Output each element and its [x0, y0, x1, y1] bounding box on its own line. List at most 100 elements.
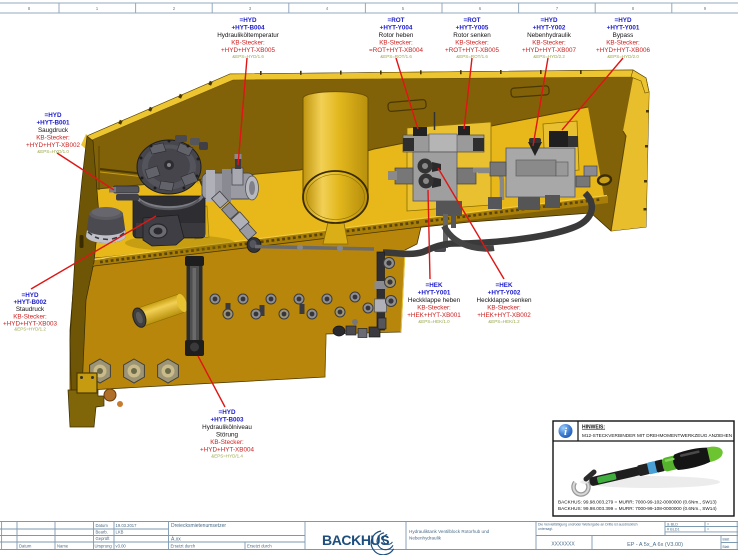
svg-text:2: 2 — [173, 6, 176, 11]
svg-text:HINWEIS:: HINWEIS: — [582, 425, 605, 431]
svg-text:8: 8 — [632, 6, 635, 11]
svg-text:+HYT-Y001: +HYT-Y001 — [607, 25, 640, 32]
svg-text:Blatt: Blatt — [723, 538, 730, 542]
svg-text:Störung: Störung — [216, 432, 239, 439]
svg-text:& BLD: & BLD — [667, 523, 678, 527]
svg-text:+HYT-B003: +HYT-B003 — [210, 417, 244, 424]
svg-text:+HYT-Y001: +HYT-Y001 — [418, 290, 451, 297]
svg-text:19.03.2017: 19.03.2017 — [116, 523, 138, 528]
svg-text:Rotor senken: Rotor senken — [453, 32, 491, 39]
svg-text:Heckklappe heben: Heckklappe heben — [408, 297, 461, 304]
svg-text:KB-Stecker:: KB-Stecker: — [379, 40, 413, 47]
svg-text:8: 8 — [28, 6, 31, 11]
svg-text:Ursprung: Ursprung — [95, 544, 113, 549]
svg-text:Datum: Datum — [19, 544, 32, 549]
svg-text:4: 4 — [326, 6, 329, 11]
svg-text:&EPS=ROT/1.6: &EPS=ROT/1.6 — [456, 54, 488, 59]
svg-text:# BLD1: # BLD1 — [667, 528, 680, 532]
svg-text:=ROT: =ROT — [388, 17, 405, 24]
svg-text:=HYD: =HYD — [240, 17, 257, 24]
svg-text:=: = — [707, 523, 710, 527]
svg-text:KB-Stecker:: KB-Stecker: — [13, 313, 47, 320]
svg-text:LKB: LKB — [116, 530, 124, 535]
svg-text:1: 1 — [96, 6, 99, 11]
svg-text:&EPS=HYD/2.2: &EPS=HYD/2.2 — [533, 54, 565, 59]
svg-text:Saugdruck: Saugdruck — [38, 127, 69, 134]
svg-text:KB-Stecker:: KB-Stecker: — [417, 305, 451, 312]
svg-text:Dreiecksmietenumsetzer: Dreiecksmietenumsetzer — [171, 523, 226, 529]
svg-text:Rotor heben: Rotor heben — [379, 32, 414, 39]
svg-text:=HYD: =HYD — [22, 292, 39, 299]
svg-text:untersagt.: untersagt. — [538, 527, 553, 531]
svg-text:+HYT-B002: +HYT-B002 — [13, 299, 47, 306]
svg-text:+ROT+HYT-XB005: +ROT+HYT-XB005 — [445, 47, 499, 54]
svg-text:6: 6 — [479, 6, 482, 11]
svg-text:=HEK: =HEK — [426, 282, 443, 289]
svg-text:&EPS=ROT/1.6: &EPS=ROT/1.6 — [380, 54, 412, 59]
svg-text:+HYD+HYT-XB006: +HYD+HYT-XB006 — [596, 47, 650, 54]
svg-text:KB-Stecker:: KB-Stecker: — [36, 135, 70, 142]
svg-text:7: 7 — [556, 6, 559, 11]
svg-text:=HYD: =HYD — [541, 17, 558, 24]
svg-text:KB-Stecker:: KB-Stecker: — [487, 305, 521, 312]
svg-text:&EPS=HYD/1.0: &EPS=HYD/1.0 — [37, 149, 69, 154]
svg-text:+HYD+HYT-XB004: +HYD+HYT-XB004 — [200, 447, 254, 454]
svg-text:Staudruck: Staudruck — [16, 306, 45, 313]
svg-text:&EPS=HEK/1.0: &EPS=HEK/1.0 — [418, 319, 450, 324]
svg-text:Bearb.: Bearb. — [96, 530, 108, 535]
svg-text:M12-STECKVERBINDER MIT DREHMOM: M12-STECKVERBINDER MIT DREHMOMENTWERKZEU… — [582, 433, 732, 438]
svg-text:5: 5 — [402, 6, 405, 11]
svg-text:+HYT-B004: +HYT-B004 — [231, 25, 265, 32]
svg-text:=HYD: =HYD — [615, 17, 632, 24]
svg-text:Ersetzt durch: Ersetzt durch — [171, 544, 196, 549]
svg-text:BACKHUS: 99.98.003.279 = MU: BACKHUS: 99.98.003.279 = MURR: 7000-99-1… — [558, 500, 717, 505]
svg-text:+HYT-Y002: +HYT-Y002 — [533, 25, 566, 32]
svg-text:+HYD+HYT-XB003: +HYD+HYT-XB003 — [3, 320, 57, 327]
svg-text:+HYD+HYT-XB007: +HYD+HYT-XB007 — [522, 47, 576, 54]
svg-text:EP - A 5x_A 6x (V3.00): EP - A 5x_A 6x (V3.00) — [627, 542, 683, 548]
svg-text:BACKHUS: 99.98.003.399 = MU: BACKHUS: 99.98.003.399 = MURR: 7000-99-1… — [558, 506, 717, 511]
svg-text:=HEK: =HEK — [496, 282, 513, 289]
svg-text:KB-Stecker:: KB-Stecker: — [210, 439, 244, 446]
svg-text:+HEK+HYT-XB002: +HEK+HYT-XB002 — [477, 312, 531, 319]
svg-text:&EPS=HYD/1.2: &EPS=HYD/1.2 — [14, 327, 46, 332]
svg-text:=ROT+HYT-XB004: =ROT+HYT-XB004 — [369, 47, 423, 54]
svg-text:Name: Name — [57, 544, 69, 549]
svg-text:&EPS=HYD/1.4: &EPS=HYD/1.4 — [211, 453, 243, 458]
svg-text:=ROT: =ROT — [464, 17, 481, 24]
svg-text:XXXXXXX: XXXXXXX — [551, 542, 575, 548]
svg-text:&EPS=HYD/2.0: &EPS=HYD/2.0 — [607, 54, 639, 59]
svg-text:KB-Stecker:: KB-Stecker: — [231, 40, 265, 47]
svg-text:KB-Stecker:: KB-Stecker: — [532, 40, 566, 47]
svg-text:Nebenhydraulik: Nebenhydraulik — [409, 536, 442, 541]
svg-text:&EPS=HEK/1.2: &EPS=HEK/1.2 — [488, 319, 520, 324]
svg-text:Blatt: Blatt — [723, 545, 730, 549]
svg-text:9: 9 — [704, 6, 707, 11]
svg-text:Bypass: Bypass — [613, 32, 634, 39]
svg-text:Geprüft: Geprüft — [96, 536, 111, 541]
svg-text:Hydraulikölniveau: Hydraulikölniveau — [202, 424, 252, 431]
svg-text:+HYT-Y004: +HYT-Y004 — [380, 25, 413, 32]
svg-text:+HEK+HYT-XB001: +HEK+HYT-XB001 — [407, 312, 461, 319]
svg-text:KB-Stecker:: KB-Stecker: — [455, 40, 489, 47]
svg-text:Nebenhydraulik: Nebenhydraulik — [527, 32, 572, 39]
svg-text:Hydrauliktank Ventilblock Roto: Hydrauliktank Ventilblock Rotorhub und — [409, 529, 490, 534]
svg-text:Datum: Datum — [96, 523, 109, 528]
svg-text:&EPS=HYD/1.6: &EPS=HYD/1.6 — [232, 54, 264, 59]
svg-text:+HYD+HYT-XB005: +HYD+HYT-XB005 — [221, 47, 275, 54]
svg-text:Heckklappe senken: Heckklappe senken — [477, 297, 532, 304]
svg-text:A.xx: A.xx — [171, 537, 181, 543]
svg-text:=HYD: =HYD — [219, 409, 236, 416]
svg-text:+HYT-Y002: +HYT-Y002 — [488, 290, 521, 297]
svg-text:=HYD: =HYD — [45, 112, 62, 119]
svg-text:+HYT-B001: +HYT-B001 — [36, 120, 70, 127]
svg-text:BACKHUS: BACKHUS — [322, 532, 389, 548]
svg-text:Ersetzt durch: Ersetzt durch — [247, 544, 272, 549]
svg-text:KB-Stecker:: KB-Stecker: — [606, 40, 640, 47]
svg-text:Die Vervielfältigung und/oder: Die Vervielfältigung und/oder Weitergabe… — [538, 523, 638, 527]
svg-text:3: 3 — [249, 6, 252, 11]
svg-text:i: i — [564, 426, 568, 438]
svg-text:=: = — [707, 528, 710, 532]
svg-text:v3.00: v3.00 — [116, 544, 127, 549]
svg-text:+HYD+HYT-XB002: +HYD+HYT-XB002 — [26, 142, 80, 149]
